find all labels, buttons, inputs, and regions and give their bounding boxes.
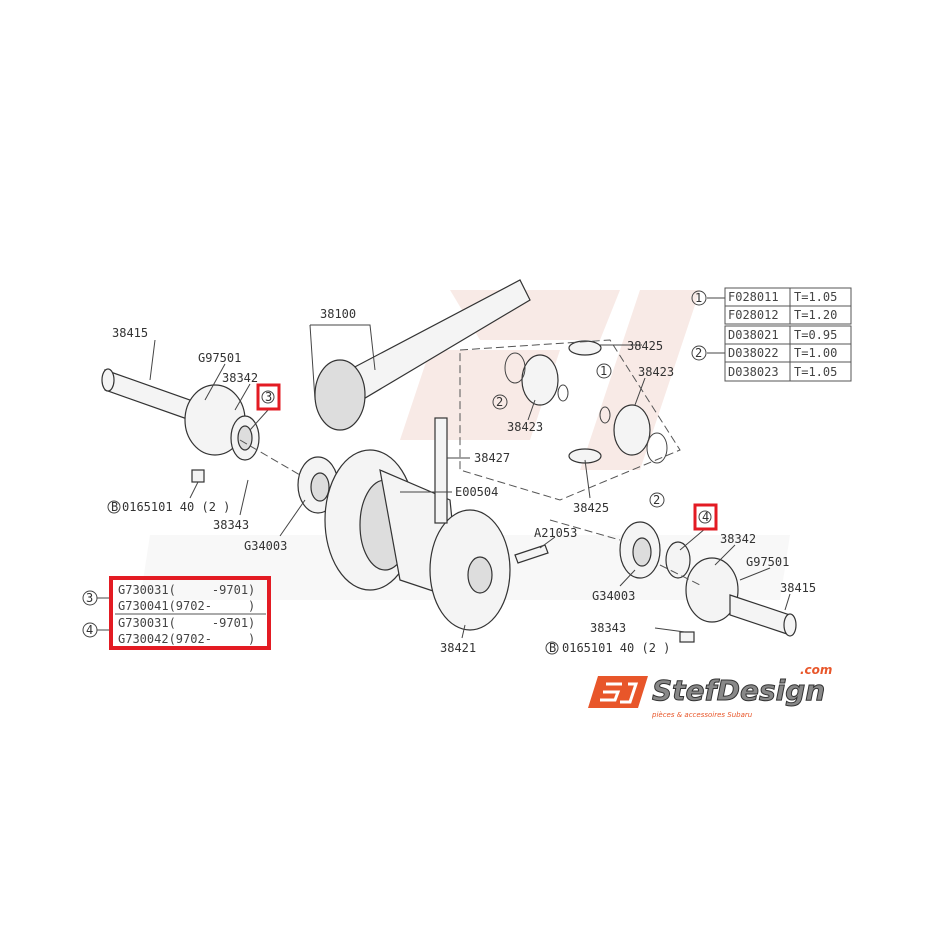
label-38427: 38427 (474, 451, 510, 465)
ref-b-circle-left (107, 500, 121, 514)
bearing-row: G730042(9702- ) (118, 632, 255, 646)
ref-3-circle (261, 390, 275, 404)
highlight-bearing-table (109, 576, 271, 650)
shim-part: D038023 (728, 365, 779, 379)
axle-shaft-right (679, 557, 797, 643)
logo-tagline: pièces & accessoires Subaru (651, 711, 753, 719)
bearing-row: G730041(9702- ) (118, 599, 255, 613)
label-38343-left: 38343 (213, 518, 249, 532)
shim-part: F028011 (728, 290, 779, 304)
label-bolt-left: 0165101 40 (2 ) (122, 500, 230, 514)
drive-pinion-shaft (314, 279, 531, 431)
ref-4-circle (698, 510, 712, 524)
label-38342-right: 38342 (720, 532, 756, 546)
ref-3-number: 3 (265, 390, 272, 404)
stefdesign-logo: StefDesign .com pièces & accessoires Sub… (588, 663, 832, 719)
label-38425-bottom: 38425 (573, 501, 609, 515)
bearing-right (619, 521, 691, 579)
bearing-table: 3 4 G730031( -9701) G730041(9702- ) G730… (82, 576, 271, 650)
ref-2-circle-right (649, 492, 665, 508)
shim-table-2: 2 D038021 T=0.95 D038022 T=1.00 D038023 … (691, 325, 852, 382)
label-g34003-left: G34003 (244, 539, 287, 553)
label-a21053: A21053 (534, 526, 577, 540)
shim-thickness: T=1.05 (794, 365, 837, 379)
ref-b-circle-right (545, 641, 559, 655)
shim-part: D038021 (728, 328, 779, 342)
label-bolt-right: 0165101 40 (2 ) (562, 641, 670, 655)
bolt-left (191, 469, 205, 483)
label-38423-right: 38423 (638, 365, 674, 379)
shim-thickness: T=0.95 (794, 328, 837, 342)
label-38425-top: 38425 (627, 339, 663, 353)
shim-part: D038022 (728, 346, 779, 360)
label-g34003-right: G34003 (592, 589, 635, 603)
ref-4-table: 4 (86, 623, 93, 637)
label-38415-right: 38415 (780, 581, 816, 595)
logo-suffix: .com (800, 663, 832, 677)
ref-2-right: 2 (653, 493, 660, 507)
ref-1-table: 1 (695, 291, 702, 305)
axle-shaft-left (101, 368, 260, 461)
label-g97501-right: G97501 (746, 555, 789, 569)
ref-2-table: 2 (695, 346, 702, 360)
ref-b-left: B (111, 500, 118, 514)
differential-gears (504, 340, 668, 464)
ref-3-table: 3 (86, 591, 93, 605)
highlight-ref-4 (693, 503, 718, 531)
ref-4-number: 4 (702, 510, 709, 524)
bearing-row: G730031( -9701) (118, 616, 255, 630)
shim-thickness: T=1.00 (794, 346, 837, 360)
ref-2-circle-left (492, 394, 508, 410)
shim-thickness: T=1.20 (794, 308, 837, 322)
differential-case (324, 417, 549, 631)
label-38421: 38421 (440, 641, 476, 655)
highlight-ref-3 (256, 383, 281, 411)
ref-b-right: B (549, 641, 556, 655)
logo-text: StefDesign (652, 674, 825, 707)
ref-1-diagram: 1 (600, 364, 607, 378)
shim-table-1: 1 F028011 T=1.05 F028012 T=1.20 (691, 287, 852, 325)
shim-thickness: T=1.05 (794, 290, 837, 304)
label-38100: 38100 (320, 307, 356, 321)
label-e00504: E00504 (455, 485, 498, 499)
bearing-row: G730031( -9701) (118, 583, 255, 597)
label-38343-right: 38343 (590, 621, 626, 635)
label-38415-left: 38415 (112, 326, 148, 340)
leader-lines (149, 297, 791, 639)
label-38342-left: 38342 (222, 371, 258, 385)
label-38423-left: 38423 (507, 420, 543, 434)
shim-part: F028012 (728, 308, 779, 322)
ref-1-circle (596, 363, 612, 379)
label-g97501-left: G97501 (198, 351, 241, 365)
ref-2-left: 2 (496, 395, 503, 409)
